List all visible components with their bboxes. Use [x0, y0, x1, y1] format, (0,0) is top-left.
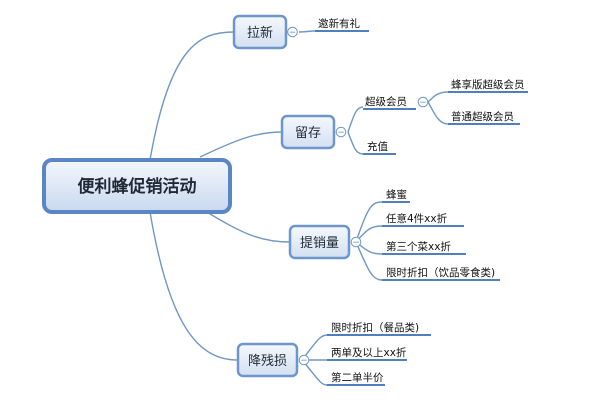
branch-4-collapse-toggle[interactable]: − — [298, 354, 310, 366]
branch-node-2-box — [280, 114, 336, 150]
root-node[interactable]: 便利蜂促销活动 — [42, 158, 232, 214]
leaf-node-label: 充值 — [367, 140, 388, 153]
collapse-icon-symbol: − — [419, 98, 427, 108]
branch-node-3-box — [288, 224, 351, 260]
branch-node-4-label: 降残损 — [248, 354, 287, 369]
leaf-node-label: 第三个菜xx折 — [386, 240, 451, 253]
leaf-node-label: 限时折扣（餐品类) — [331, 321, 419, 334]
leaf-node-label: 邀新有礼 — [318, 17, 360, 30]
leaf-node-subbranch-child-1[interactable]: 蜂享版超级会员 — [448, 78, 528, 93]
branch-node-4[interactable]: 降残损 — [236, 342, 299, 378]
branch-node-3-label: 提销量 — [300, 235, 339, 251]
leaf-node-label: 第二单半价 — [331, 371, 384, 384]
connector-root-to-branch-1 — [149, 31, 235, 161]
branch-node-1-box — [232, 14, 288, 50]
connector-branch-2-child-1 — [347, 106, 364, 133]
branch-node-1[interactable]: 拉新 — [232, 14, 288, 50]
collapse-icon — [298, 354, 310, 366]
collapse-icon — [335, 126, 347, 138]
connector-subbranch-child-2 — [427, 101, 449, 125]
collapse-icon — [417, 96, 429, 108]
connector-root-to-branch-3 — [199, 207, 291, 243]
connector-branch-3-child-1 — [355, 201, 383, 243]
leaf-node-label: 普通超级会员 — [451, 110, 514, 123]
branch-2-collapse-toggle[interactable]: − — [335, 126, 347, 138]
connector-branch-2-child-2 — [347, 131, 364, 155]
branch-node-2-label: 留存 — [295, 126, 321, 141]
root-connectors — [149, 31, 291, 361]
connector-root-to-branch-4 — [149, 211, 239, 361]
collapse-icon-symbol: − — [289, 28, 297, 38]
branch-1-collapse-toggle[interactable]: − — [287, 26, 298, 38]
connector-root-to-branch-2 — [199, 131, 283, 158]
leaf-node-branch-1-child-1[interactable]: 邀新有礼 — [315, 17, 369, 32]
leaf-node-branch-4-child-2[interactable]: 两单及以上xx折 — [327, 346, 407, 361]
connector-branch-1-child-1 — [298, 30, 316, 33]
leaf-node-label: 超级会员 — [365, 95, 407, 108]
leaf-node-branch-3-child-1[interactable]: 蜂蜜 — [382, 188, 410, 203]
leaf-node-branch-4-child-1[interactable]: 限时折扣（餐品类) — [327, 321, 431, 336]
collapse-icon-symbol: − — [352, 238, 360, 248]
leaf-node-branch-2-child-2[interactable]: 充值 — [363, 140, 396, 155]
leaf-node-label: 两单及以上xx折 — [331, 346, 407, 359]
connector-subbranch-child-1 — [427, 91, 449, 103]
leaf-node-label: 蜂蜜 — [386, 188, 407, 201]
leaf-node-branch-3-child-2[interactable]: 任意4件xx折 — [382, 212, 464, 227]
collapse-icon — [350, 236, 362, 248]
leaf-node-branch-2-child-1[interactable]: 超级会员 — [363, 95, 416, 110]
leaf-node-branch-3-child-3[interactable]: 第三个菜xx折 — [382, 240, 466, 255]
leaf-node-subbranch-child-2[interactable]: 普通超级会员 — [448, 110, 520, 125]
leaf-node-label: 限时折扣（饮品零食类) — [386, 266, 495, 279]
leaf-node-label: 任意4件xx折 — [386, 212, 448, 225]
root-node-box — [42, 158, 232, 214]
root-node-label: 便利蜂促销活动 — [78, 176, 197, 197]
collapse-icon-symbol: − — [337, 128, 345, 138]
subbranch-collapse-toggle[interactable]: − — [417, 96, 429, 108]
branch-node-4-box — [236, 342, 299, 378]
leaf-node-branch-3-child-4[interactable]: 限时折扣（饮品零食类) — [382, 266, 500, 281]
branch-node-1-label: 拉新 — [247, 25, 273, 41]
branch-node-2[interactable]: 留存 — [280, 114, 336, 150]
branch-3-collapse-toggle[interactable]: − — [350, 236, 362, 248]
collapse-icon — [287, 26, 298, 38]
leaf-node-branch-4-child-3[interactable]: 第二单半价 — [327, 371, 385, 386]
leaf-node-label: 蜂享版超级会员 — [451, 78, 525, 91]
collapse-icon-symbol: − — [300, 356, 308, 366]
branch-node-3[interactable]: 提销量 — [288, 224, 351, 260]
connector-branch-3-child-4 — [355, 241, 383, 281]
